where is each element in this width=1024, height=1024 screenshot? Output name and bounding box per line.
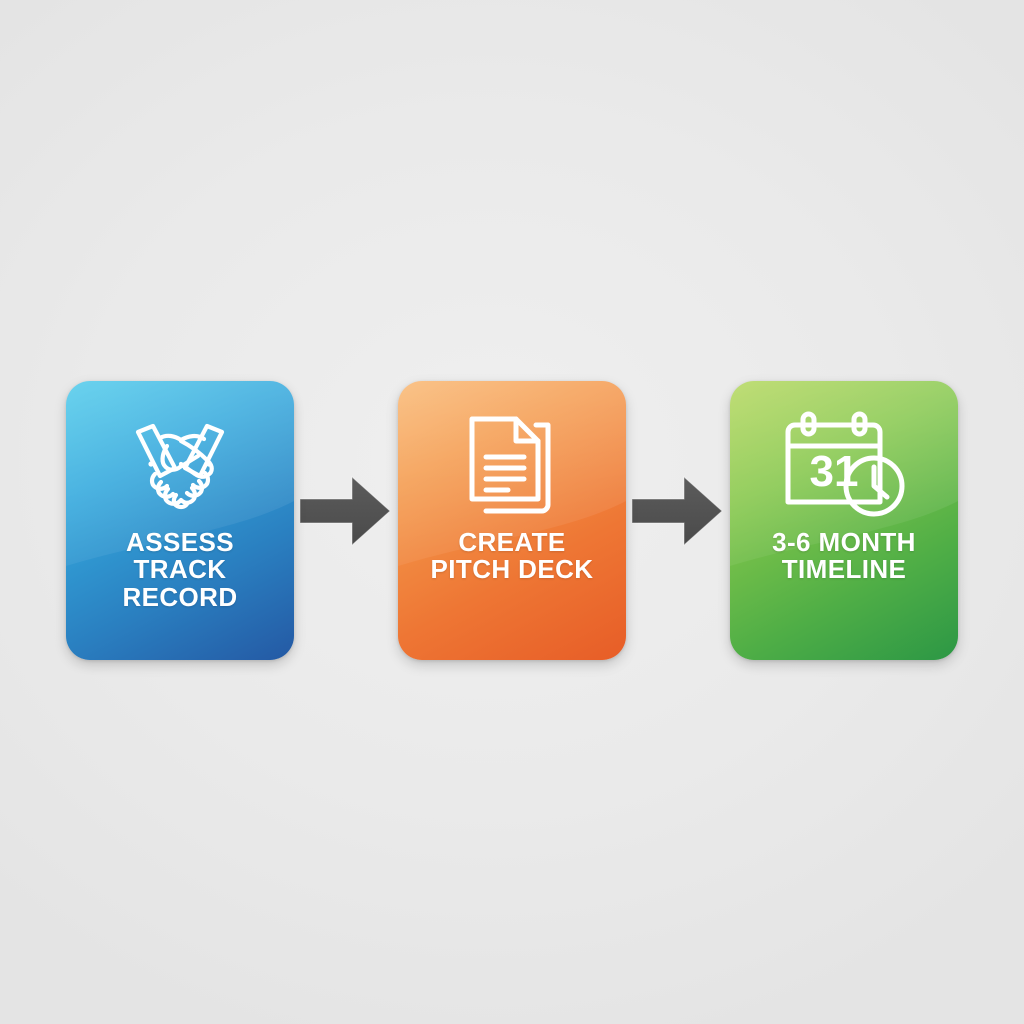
step-card-assess-track-record[interactable]: ASSESS TRACK RECORD [66, 380, 294, 660]
arrow-right-icon [626, 469, 730, 553]
handshake-icon [105, 407, 255, 523]
calendar-clock-icon: 31 [780, 407, 908, 523]
card-content: ASSESS TRACK RECORD [66, 381, 294, 660]
step-label: 3-6 MONTH TIMELINE [772, 526, 916, 585]
card-content: 31 3-6 MONTH TIMELINE [730, 381, 958, 660]
step-label: CREATE PITCH DECK [430, 526, 594, 585]
card-content: CREATE PITCH DECK [398, 381, 626, 660]
arrow-right-icon [294, 469, 398, 553]
step-card-create-pitch-deck[interactable]: CREATE PITCH DECK [398, 380, 626, 660]
flow-row: ASSESS TRACK RECORD [0, 380, 1024, 660]
step-label: ASSESS TRACK RECORD [122, 526, 238, 612]
documents-icon [460, 407, 564, 523]
step-card-3-6-month-timeline[interactable]: 31 3-6 MONTH TIMELINE [730, 380, 958, 660]
